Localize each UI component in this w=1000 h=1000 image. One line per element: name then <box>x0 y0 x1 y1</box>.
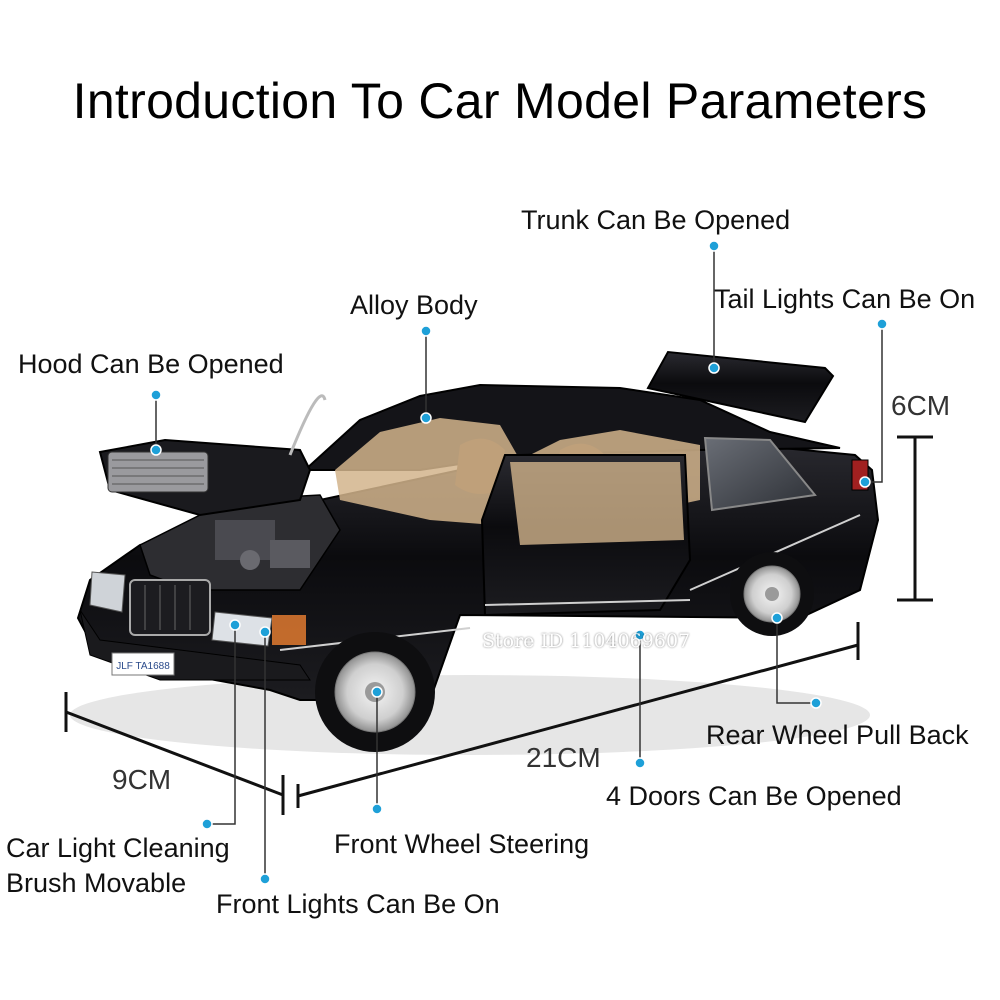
length-dimension-marker <box>296 622 860 808</box>
license-plate-text: JLF TA1688 <box>116 661 170 672</box>
label-trunk: Trunk Can Be Opened <box>521 205 791 235</box>
dimension-length: 21CM <box>526 742 601 773</box>
label-hood: Hood Can Be Opened <box>18 349 284 379</box>
label-front-lights: Front Lights Can Be On <box>216 889 500 919</box>
rear-wheel <box>730 552 814 636</box>
light-brush-dot <box>201 818 213 830</box>
width-dimension-marker <box>64 692 285 815</box>
dimension-width: 9CM <box>112 764 172 795</box>
rear-window <box>703 436 817 512</box>
alloy-dot <box>420 325 432 337</box>
front-lights-dot <box>259 873 271 885</box>
dimension-height: 6CM <box>891 390 951 421</box>
label-tail-lights: Tail Lights Can Be On <box>714 284 976 314</box>
label-alloy-body: Alloy Body <box>350 290 478 320</box>
label-light-brush-line1: Car Light Cleaning <box>6 833 230 863</box>
trunk-lid <box>646 350 835 424</box>
label-doors: 4 Doors Can Be Opened <box>606 781 902 811</box>
page-title: Introduction To Car Model Parameters <box>72 73 928 129</box>
label-light-brush-line2: Brush Movable <box>6 868 187 898</box>
label-front-wheel: Front Wheel Steering <box>334 829 590 859</box>
front-wheel-dot <box>371 803 383 815</box>
front-grille <box>129 579 211 636</box>
store-watermark: Store ID 1104069607 <box>482 630 691 652</box>
left-headlight <box>89 571 126 613</box>
hood-dot <box>150 389 162 401</box>
tail-lights-dot <box>876 318 888 330</box>
right-headlight <box>211 611 273 647</box>
label-rear-wheel: Rear Wheel Pull Back <box>706 720 969 750</box>
trunk-dot <box>708 240 720 252</box>
license-plate <box>111 652 175 676</box>
callout-dots <box>150 240 888 885</box>
height-dimension-marker <box>897 435 933 602</box>
doors-dot <box>634 757 646 769</box>
rear-wheel-dot <box>810 697 822 709</box>
hood-grille <box>107 451 209 493</box>
